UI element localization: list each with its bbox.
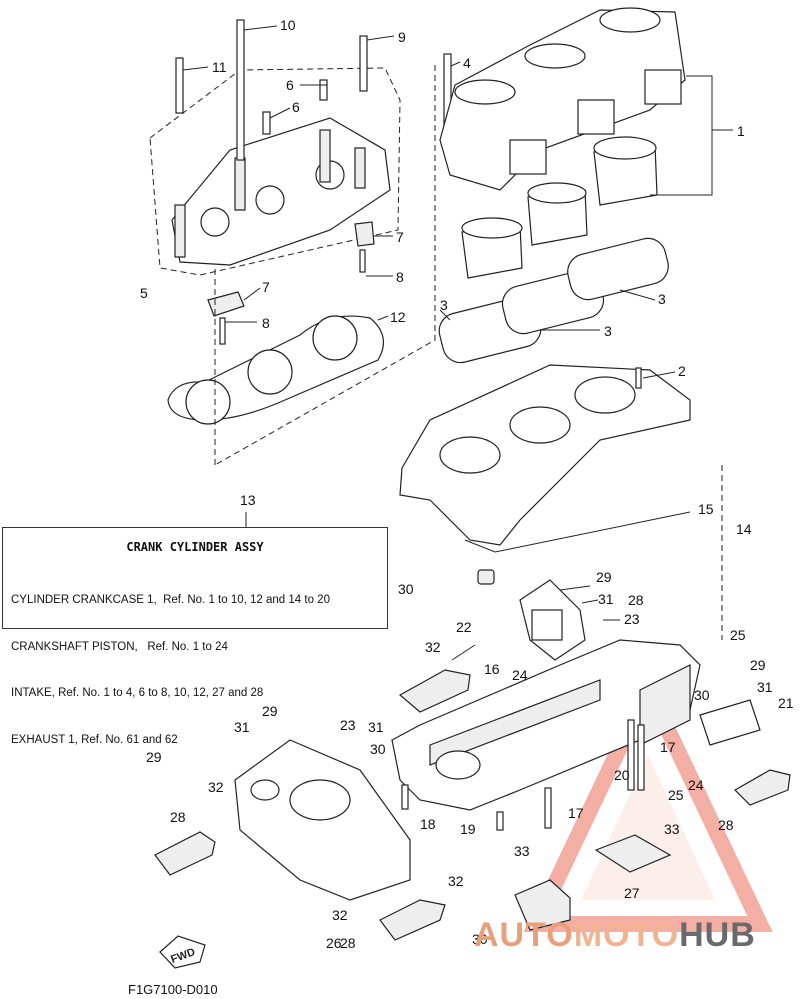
- cylinder-block: [439, 7, 686, 191]
- watermark-triangle: [523, 669, 773, 932]
- assembly-note-line: EXHAUST 1, Ref. No. 61 and 62: [11, 733, 178, 746]
- callout-number: 27: [624, 885, 640, 901]
- callout-number: 5: [140, 285, 148, 301]
- brackets-left: [207, 221, 375, 345]
- seal-part: [477, 569, 495, 585]
- callout-number: 8: [396, 269, 404, 285]
- callout-number: 3: [658, 291, 666, 307]
- pistons: [461, 136, 658, 279]
- callout-number: 11: [212, 59, 227, 75]
- callout-number: 13: [240, 492, 256, 508]
- callout-number: 30: [370, 741, 386, 757]
- callout-number: 16: [484, 661, 500, 677]
- watermark-part: AUTO: [474, 916, 574, 954]
- callout-number: 8: [262, 315, 270, 331]
- callout-number: 30: [398, 581, 414, 597]
- head-gasket: [167, 315, 385, 425]
- exhaust-manifold: [234, 739, 411, 901]
- callout-number: 3: [604, 323, 612, 339]
- callout-number: 32: [208, 779, 224, 795]
- callout-number: 29: [262, 703, 278, 719]
- callout-number: 31: [234, 719, 250, 735]
- callout-number: 28: [628, 592, 644, 608]
- watermark-part: MOTO: [573, 916, 680, 954]
- callout-number: 20: [614, 767, 630, 783]
- callout-number: 17: [568, 805, 584, 821]
- callout-number: 25: [668, 787, 684, 803]
- callout-number: 31: [598, 591, 614, 607]
- callout-number: 29: [146, 749, 162, 765]
- callout-number: 29: [596, 569, 612, 585]
- callout-number: 10: [280, 17, 296, 33]
- upper-crankcase: [399, 364, 691, 546]
- callout-number: 29: [750, 657, 766, 673]
- callout-number: 28: [340, 935, 356, 951]
- callout-number: 18: [420, 816, 436, 832]
- callout-number: 28: [718, 817, 734, 833]
- callout-number: 31: [368, 719, 384, 735]
- callout-number: 4: [463, 55, 471, 71]
- callout-number: 9: [398, 29, 406, 45]
- assembly-note-lines: CYLINDER CRANKCASE 1, Ref. No. 1 to 10, …: [11, 562, 330, 779]
- studs: [401, 719, 645, 831]
- engine-mounts: [154, 669, 791, 941]
- callout-number: 15: [698, 501, 714, 517]
- assembly-note-line: CRANKSHAFT PISTON, Ref. No. 1 to 24: [11, 640, 228, 653]
- callout-number: 21: [778, 695, 794, 711]
- head-group-outline: [149, 67, 401, 276]
- callout-number: 14: [736, 521, 752, 537]
- assembly-note-box: CRANK CYLINDER ASSY CYLINDER CRANKCASE 1…: [2, 527, 388, 746]
- callout-number: 12: [390, 309, 406, 325]
- callout-number: 24: [688, 777, 704, 793]
- callout-number: 23: [624, 611, 640, 627]
- watermark-text: AUTOMOTOHUB: [474, 916, 756, 955]
- callout-number: 33: [514, 843, 530, 859]
- callout-number: 32: [332, 907, 348, 923]
- base-gaskets: [438, 237, 669, 364]
- assembly-note-line: CYLINDER CRANKCASE 1, Ref. No. 1 to 10, …: [11, 594, 330, 606]
- callout-number: 26: [326, 935, 342, 951]
- callout-number: 1: [737, 123, 745, 139]
- callout-number: 2: [678, 363, 686, 379]
- callout-number: 23: [340, 717, 356, 733]
- callout-number: 31: [757, 679, 773, 695]
- footer-code: F1G7100-D010: [128, 982, 218, 997]
- callout-number: 30: [694, 687, 710, 703]
- callout-number: 28: [170, 809, 186, 825]
- callout-number: 33: [664, 821, 680, 837]
- lower-crankcase: [391, 639, 701, 811]
- callout-number: 6: [286, 77, 294, 93]
- callout-number: 7: [396, 229, 404, 245]
- cylinder-head: [171, 117, 391, 266]
- callout-number: 19: [460, 821, 476, 837]
- assembly-note-line: INTAKE, Ref. No. 1 to 4, 6 to 8, 10, 12,…: [11, 687, 264, 699]
- callout-number: 22: [456, 619, 472, 635]
- callout-number: 25: [730, 627, 746, 643]
- callout-number: 3: [440, 297, 448, 313]
- watermark-part: HUB: [679, 916, 756, 954]
- intake-manifold: [519, 579, 586, 661]
- mount-brackets: [514, 664, 761, 931]
- callout-number: 32: [448, 873, 464, 889]
- callout-number: 6: [292, 99, 300, 115]
- leader-lines: [182, 25, 733, 661]
- callout-number: 7: [262, 279, 270, 295]
- assembly-note-title: CRANK CYLINDER ASSY: [126, 540, 264, 554]
- callout-number: 30: [472, 931, 488, 947]
- callout-number: 17: [660, 739, 676, 755]
- callout-number: 24: [512, 667, 528, 683]
- callout-number: 32: [425, 639, 441, 655]
- fwd-arrow: FWD: [159, 935, 206, 969]
- crankcase-group-outline: [214, 65, 723, 640]
